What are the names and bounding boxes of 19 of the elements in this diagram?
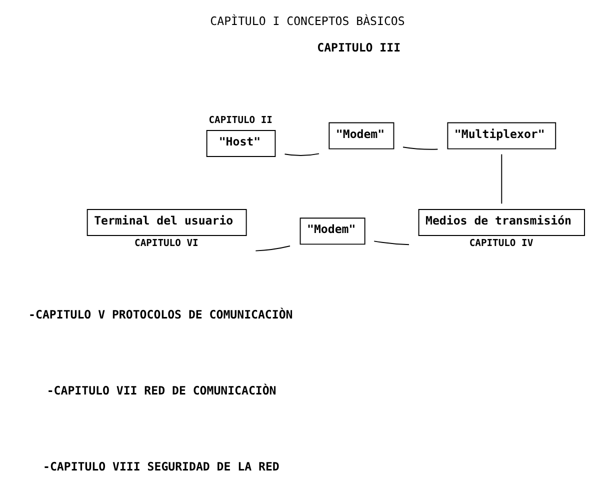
node-box: "Modem": [299, 218, 365, 245]
connector: [500, 154, 502, 204]
node-box: "Multiplexor": [446, 122, 556, 150]
connector: [284, 153, 319, 156]
label: -CAPITULO VIII SEGURIDAD DE LA RED: [42, 460, 279, 474]
connector: [402, 146, 438, 150]
label: -CAPITULO VII RED DE COMUNICACIÒN: [46, 384, 276, 398]
node-box: "Modem": [328, 122, 394, 150]
node-box: Medios de transmisión: [418, 209, 584, 236]
connector: [373, 240, 409, 246]
node-label: CAPITULO II: [208, 114, 272, 126]
node-label: CAPITULO VI: [134, 238, 198, 250]
node-label: CAPITULO IV: [468, 238, 533, 250]
connector: [254, 246, 290, 252]
node-box: "Host": [206, 130, 276, 157]
node-box: Terminal del usuario: [86, 209, 246, 236]
diagram-title: CAPÌTULO I CONCEPTOS BÀSICOS: [210, 14, 404, 28]
label: -CAPITULO V PROTOCOLOS DE COMUNICACIÒN: [28, 307, 292, 322]
label: CAPITULO III: [316, 40, 400, 55]
